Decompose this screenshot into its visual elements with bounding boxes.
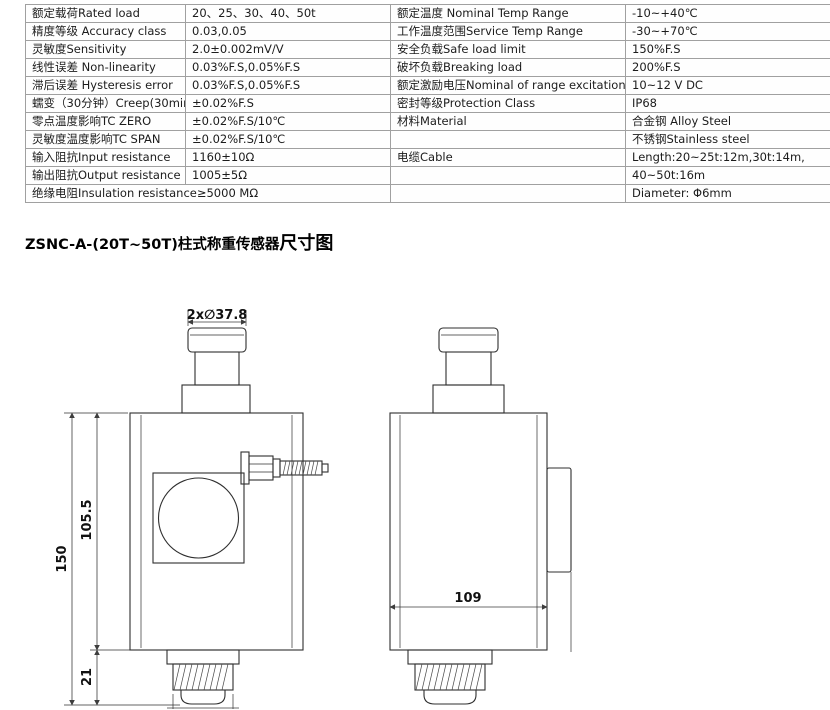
- sensor-body: [129, 412, 304, 651]
- spec-label: 密封等级Protection Class: [390, 94, 626, 113]
- spec-label: 蠕变（30分钟）Creep(30min): [25, 94, 186, 113]
- cable-connector: [240, 451, 329, 485]
- spec-value: IP68: [625, 94, 830, 113]
- spec-row: 绝缘电阻Insulation resistance≥5000 MΩ Diamete…: [25, 184, 830, 203]
- spec-label: [390, 130, 626, 149]
- spec-label: 电缆Cable: [390, 148, 626, 167]
- spec-value: ±0.02%F.S/10℃: [185, 112, 391, 131]
- spec-label: 零点温度影响TC ZERO: [25, 112, 186, 131]
- dim-cap-diameter: 2x∅37.8: [187, 308, 248, 323]
- spec-label: 安全负载Safe load limit: [390, 40, 626, 59]
- spec-label: 材料Material: [390, 112, 626, 131]
- dimension-drawing: 2x∅37.8 150 105.5 21 109: [55, 308, 572, 709]
- spec-label: 额定温度 Nominal Temp Range: [390, 4, 626, 23]
- spec-label: [390, 184, 626, 203]
- spec-value: 0.03,0.05: [185, 22, 391, 41]
- spec-label: 滞后误差 Hysteresis error: [25, 76, 186, 95]
- spec-value: -30~+70℃: [625, 22, 830, 41]
- dim-boss-height: 21: [80, 668, 95, 686]
- dimensions: 2x∅37.8 150 105.5 21 109: [55, 308, 548, 709]
- spec-value: 150%F.S: [625, 40, 830, 59]
- spec-label: 灵敏度Sensitivity: [25, 40, 186, 59]
- spec-value: 10~12 V DC: [625, 76, 830, 95]
- spec-label: 额定激励电压Nominal of range excitation: [390, 76, 626, 95]
- spec-value: Length:20~25t:12m,30t:14m,: [625, 148, 830, 167]
- spec-value: 0.03%F.S,0.05%F.S: [185, 58, 391, 77]
- sensor-body-side: [389, 412, 572, 652]
- side-view: [389, 327, 572, 705]
- spec-value: 1160±10Ω: [185, 148, 391, 167]
- spec-label: 精度等级 Accuracy class: [25, 22, 186, 41]
- spec-value: 20、25、30、40、50t: [185, 4, 391, 23]
- spec-value: 不锈钢Stainless steel: [625, 130, 830, 149]
- dim-body-height: 105.5: [80, 499, 95, 540]
- spec-label: 灵敏度温度影响TC SPAN: [25, 130, 186, 149]
- spec-value: 0.03%F.S,0.05%F.S: [185, 76, 391, 95]
- spec-label: 输出阻抗Output resistance: [25, 166, 186, 185]
- spec-value: 2.0±0.002mV/V: [185, 40, 391, 59]
- spec-value: ±0.02%F.S/10℃: [185, 130, 391, 149]
- spec-value: 40~50t:16m: [625, 166, 830, 185]
- front-view: [129, 327, 329, 705]
- mounting-boss: [166, 649, 240, 705]
- model-name: ZSNC-A-(20T~50T)柱式称重传感器: [25, 237, 280, 253]
- spec-value: 合金钢 Alloy Steel: [625, 112, 830, 131]
- load-button-side: [432, 327, 505, 414]
- spec-label: 额定载荷Rated load: [25, 4, 186, 23]
- spec-label: 破坏负载Breaking load: [390, 58, 626, 77]
- spec-value: Diameter: Φ6mm: [625, 184, 830, 203]
- spec-label: 线性误差 Non-linearity: [25, 58, 186, 77]
- spec-label: [390, 166, 626, 185]
- heading-suffix: 尺寸图: [279, 233, 334, 254]
- mounting-boss-side: [407, 649, 493, 705]
- spec-value: 1005±5Ω: [185, 166, 391, 185]
- load-button: [181, 327, 251, 414]
- connector-cover-block: [546, 467, 572, 573]
- dim-total-height: 150: [55, 545, 70, 572]
- spec-label: 输入阻抗Input resistance: [25, 148, 186, 167]
- diaphragm-panel: [152, 472, 245, 564]
- spec-value: -10~+40℃: [625, 4, 830, 23]
- spec-label: 绝缘电阻Insulation resistance≥5000 MΩ: [25, 184, 391, 203]
- spec-row: 灵敏度温度影响TC SPAN±0.02%F.S/10℃ 不锈钢Stainless …: [25, 130, 830, 149]
- dim-body-diameter: 109: [454, 591, 481, 606]
- diaphragm-circle: [157, 477, 240, 559]
- section-heading: ZSNC-A-(20T~50T)柱式称重传感器尺寸图: [25, 229, 333, 255]
- spec-value: 200%F.S: [625, 58, 830, 77]
- spec-value: ±0.02%F.S: [185, 94, 391, 113]
- spec-label: 工作温度范围Service Temp Range: [390, 22, 626, 41]
